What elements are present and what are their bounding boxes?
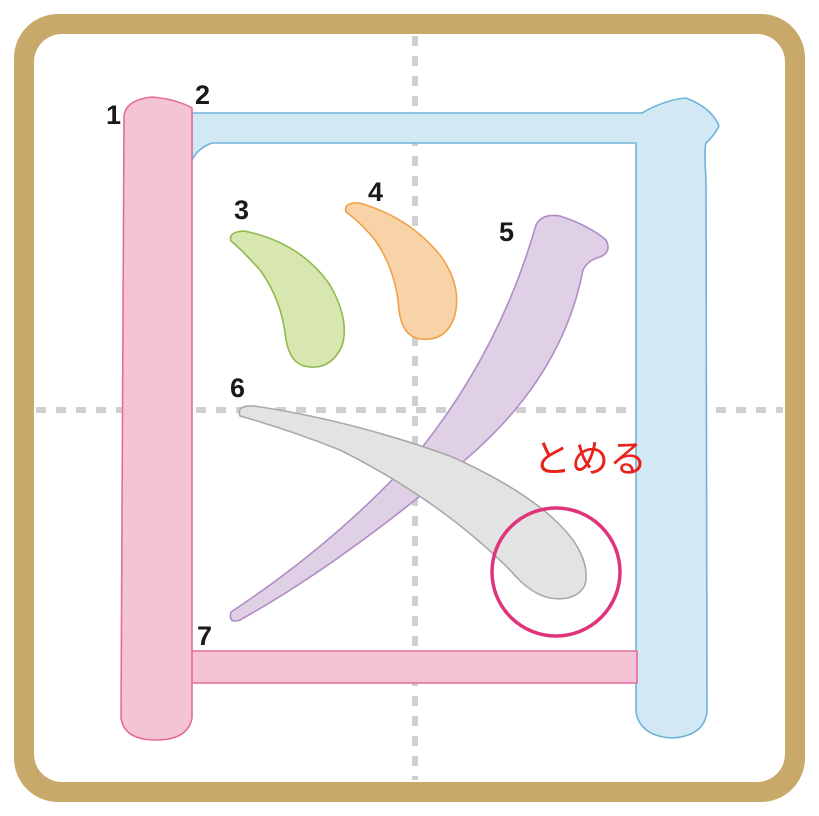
stroke-number-4: 4 [368, 177, 383, 207]
stroke-number-6: 6 [230, 373, 245, 403]
stroke-number-5: 5 [499, 217, 514, 247]
stroke-1-shape [121, 97, 192, 740]
stroke-number-1: 1 [106, 100, 121, 130]
stroke-number-7: 7 [197, 621, 212, 651]
stroke-7-shape [188, 651, 637, 683]
stroke-number-3: 3 [234, 195, 249, 225]
tome-label: とめる [533, 437, 647, 481]
stroke-number-2: 2 [195, 80, 210, 110]
